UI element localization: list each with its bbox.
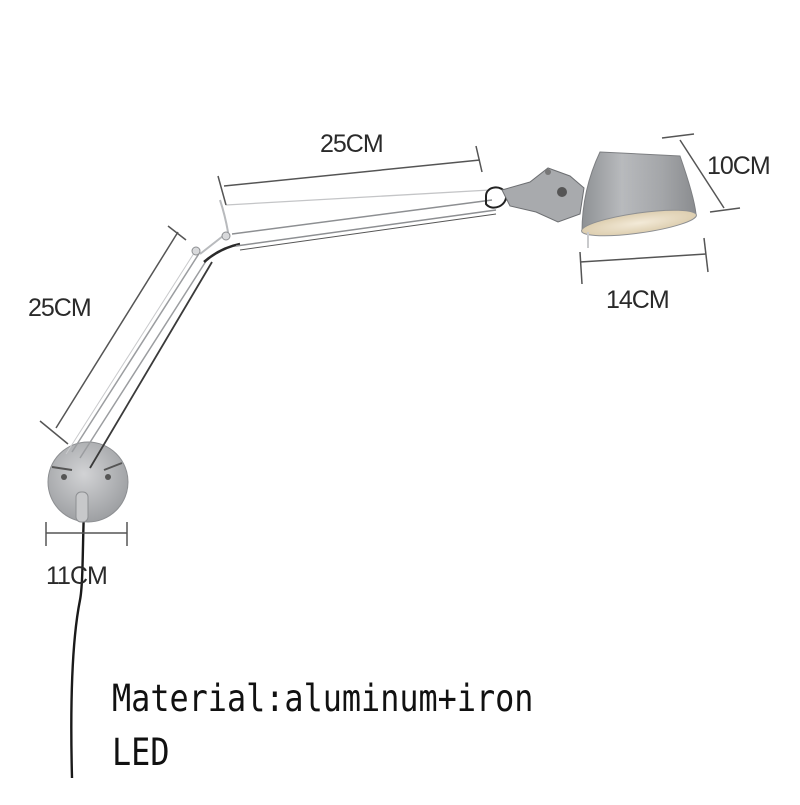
dimension-line-base-width	[45, 522, 128, 546]
wall-base-plate	[47, 441, 129, 523]
elbow-joint	[191, 199, 241, 263]
dimension-label-shade-width: 14CM	[606, 286, 670, 314]
dimension-line-shade-height	[661, 133, 741, 213]
dimension-line-lower-arm	[39, 225, 187, 445]
dimension-label-upper-arm: 25CM	[320, 130, 384, 158]
lower-arm	[65, 249, 213, 469]
dimension-line-upper-arm	[217, 145, 483, 206]
upper-arm	[225, 189, 497, 251]
dimension-line-shade-width	[579, 237, 709, 285]
dimension-label-shade-height: 10CM	[707, 152, 771, 180]
lamp-shade	[581, 151, 697, 248]
light-source-spec: LED	[112, 731, 170, 774]
dimension-label-base-width: 11CM	[46, 562, 108, 590]
material-spec: Material:aluminum+iron	[112, 677, 534, 720]
dimension-label-lower-arm: 25CM	[28, 294, 92, 322]
head-joint	[485, 167, 585, 223]
